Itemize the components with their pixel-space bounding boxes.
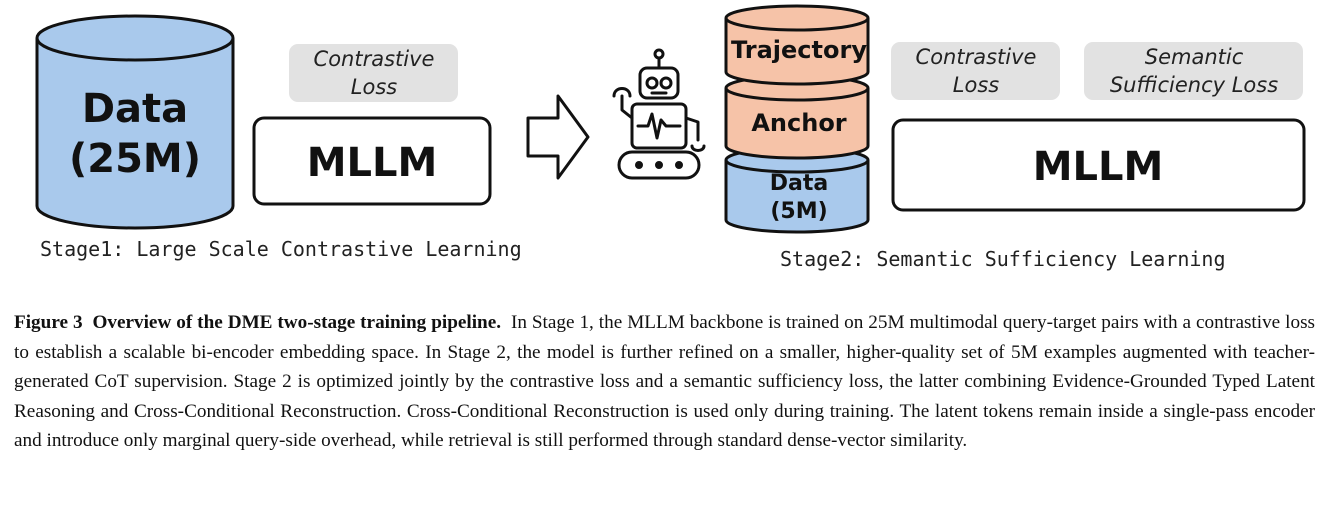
figure-caption-body: In Stage 1, the MLLM backbone is trained…: [14, 312, 1316, 452]
robot-icon: [612, 48, 706, 180]
stage1-caption: Stage1: Large Scale Contrastive Learning: [40, 237, 522, 261]
stage2-data-size: (5M): [770, 199, 827, 224]
stage2-data-label: Data: [770, 171, 828, 196]
stage2-contrastive-loss-box: [891, 42, 1060, 100]
stage1-mllm-box: [252, 116, 492, 206]
figure-caption: Figure 3 Overview of the DME two-stage t…: [14, 308, 1315, 456]
stage2-contrastive-loss-line1: Contrastive: [916, 45, 1037, 69]
stage1-loss-line2: Loss: [351, 75, 397, 99]
stage2-anchor-label: Anchor: [751, 109, 846, 137]
stage1-loss-line1: Contrastive: [314, 47, 435, 71]
figure-caption-title: Overview of the DME two-stage training p…: [92, 312, 502, 333]
pipeline-figure: Data (25M) Contrastive Loss MLLM Stage1:…: [35, 4, 1306, 271]
stage2-semantic-loss-line2: Sufficiency Loss: [1110, 73, 1278, 97]
stage1-data-size: (25M): [69, 136, 201, 182]
stage2-contrastive-loss-line2: Loss: [953, 73, 999, 97]
stage2-mllm-box: [891, 118, 1306, 212]
stage2-trajectory-cylinder: [724, 4, 870, 86]
stage2-semantic-loss-box: [1084, 42, 1303, 100]
stage2-semantic-loss-line1: Semantic: [1145, 45, 1244, 69]
figure-caption-label: Figure 3: [14, 312, 83, 333]
stage1-loss-box: [289, 44, 458, 102]
stage2-trajectory-label: Trajectory: [731, 36, 867, 64]
right-arrow-icon: [526, 94, 590, 180]
stage2-mllm-label: MLLM: [1033, 144, 1164, 190]
stage1-mllm-label: MLLM: [307, 140, 438, 186]
stage2-caption: Stage2: Semantic Sufficiency Learning: [780, 247, 1226, 271]
stage1-data-cylinder: [35, 14, 235, 230]
stage1-data-label: Data: [82, 86, 188, 132]
